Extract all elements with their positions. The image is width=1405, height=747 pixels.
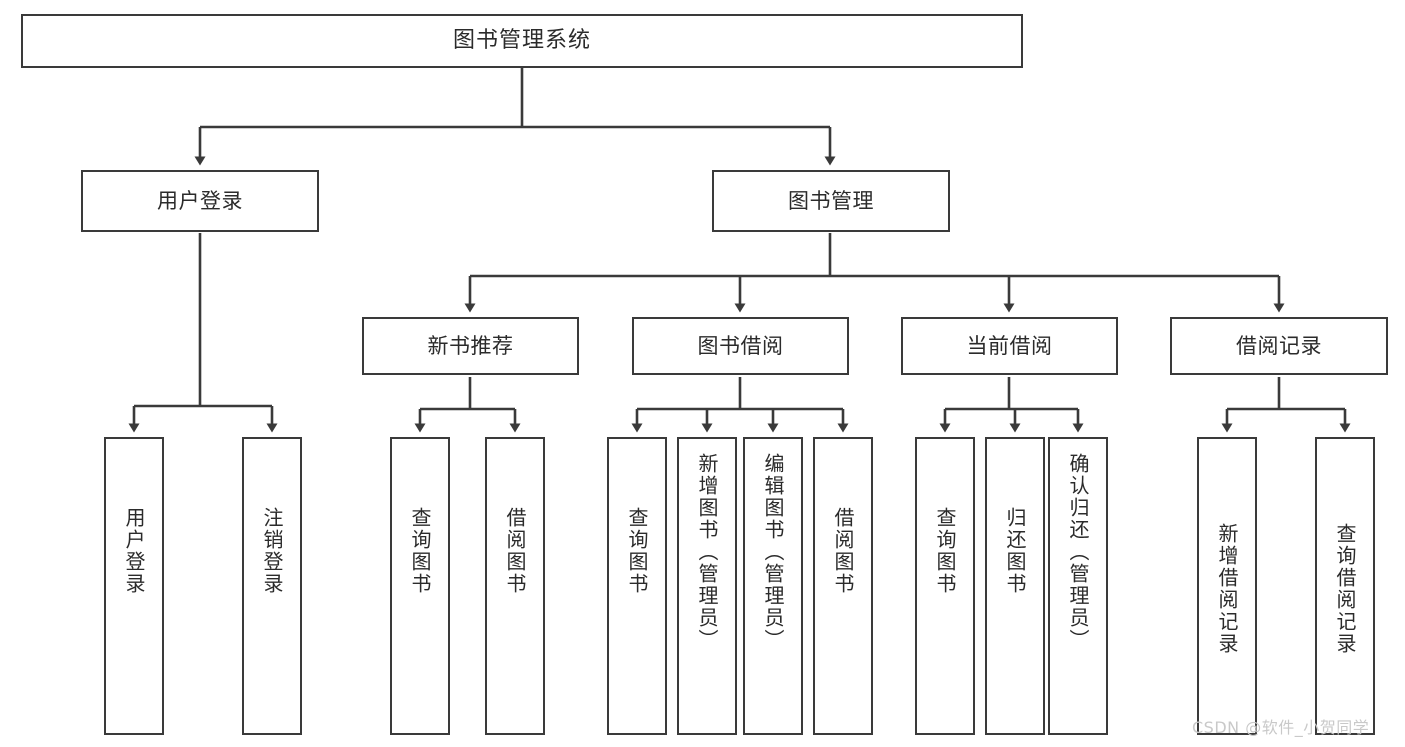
node-label: 图书管理 (788, 188, 874, 213)
node-book-management[interactable]: 图书管理 (712, 170, 950, 232)
node-label: 查询借阅记录 (1333, 523, 1357, 655)
node-label: 查询图书 (933, 507, 957, 595)
node-label: 图书借阅 (697, 333, 784, 358)
node-borrow-record[interactable]: 借阅记录 (1170, 317, 1388, 375)
leaf-borrow-query-book[interactable]: 查询图书 (607, 437, 667, 735)
leaf-borrow-add-book-admin[interactable]: 新增图书（管理员） (677, 437, 737, 735)
node-label: 查询图书 (408, 507, 432, 595)
node-label: 新增借阅记录 (1215, 523, 1239, 655)
leaf-borrow-edit-book-admin[interactable]: 编辑图书（管理员） (743, 437, 803, 735)
node-current-borrow[interactable]: 当前借阅 (901, 317, 1118, 375)
node-user-login[interactable]: 用户登录 (81, 170, 319, 232)
node-label: 当前借阅 (966, 333, 1053, 358)
leaf-user-login-logout[interactable]: 注销登录 (242, 437, 302, 735)
leaf-current-return-book[interactable]: 归还图书 (985, 437, 1045, 735)
node-label: 确认归还（管理员） (1066, 453, 1090, 651)
node-label: 查询图书 (625, 507, 649, 595)
leaf-current-confirm-return-admin[interactable]: 确认归还（管理员） (1048, 437, 1108, 735)
leaf-record-add-record[interactable]: 新增借阅记录 (1197, 437, 1257, 735)
node-label: 借阅记录 (1236, 333, 1322, 358)
node-label: 注销登录 (260, 507, 284, 595)
leaf-record-query-record[interactable]: 查询借阅记录 (1315, 437, 1375, 735)
node-label: 新书推荐 (427, 333, 514, 358)
node-label: 图书管理系统 (452, 28, 591, 54)
leaf-recommend-query-book[interactable]: 查询图书 (390, 437, 450, 735)
node-label: 用户登录 (157, 188, 243, 213)
node-label: 借阅图书 (831, 507, 855, 595)
node-new-book-recommend[interactable]: 新书推荐 (362, 317, 579, 375)
leaf-user-login-login[interactable]: 用户登录 (104, 437, 164, 735)
node-book-borrow[interactable]: 图书借阅 (632, 317, 849, 375)
node-label: 编辑图书（管理员） (761, 453, 785, 651)
node-label: 借阅图书 (503, 507, 527, 595)
node-root-system[interactable]: 图书管理系统 (21, 14, 1023, 68)
node-label: 新增图书（管理员） (695, 453, 719, 651)
leaf-borrow-borrow-book[interactable]: 借阅图书 (813, 437, 873, 735)
leaf-current-query-book[interactable]: 查询图书 (915, 437, 975, 735)
node-label: 用户登录 (122, 507, 146, 595)
watermark-text: CSDN @软件_小贺同学 (1192, 718, 1370, 737)
leaf-recommend-borrow-book[interactable]: 借阅图书 (485, 437, 545, 735)
node-label: 归还图书 (1003, 507, 1027, 595)
